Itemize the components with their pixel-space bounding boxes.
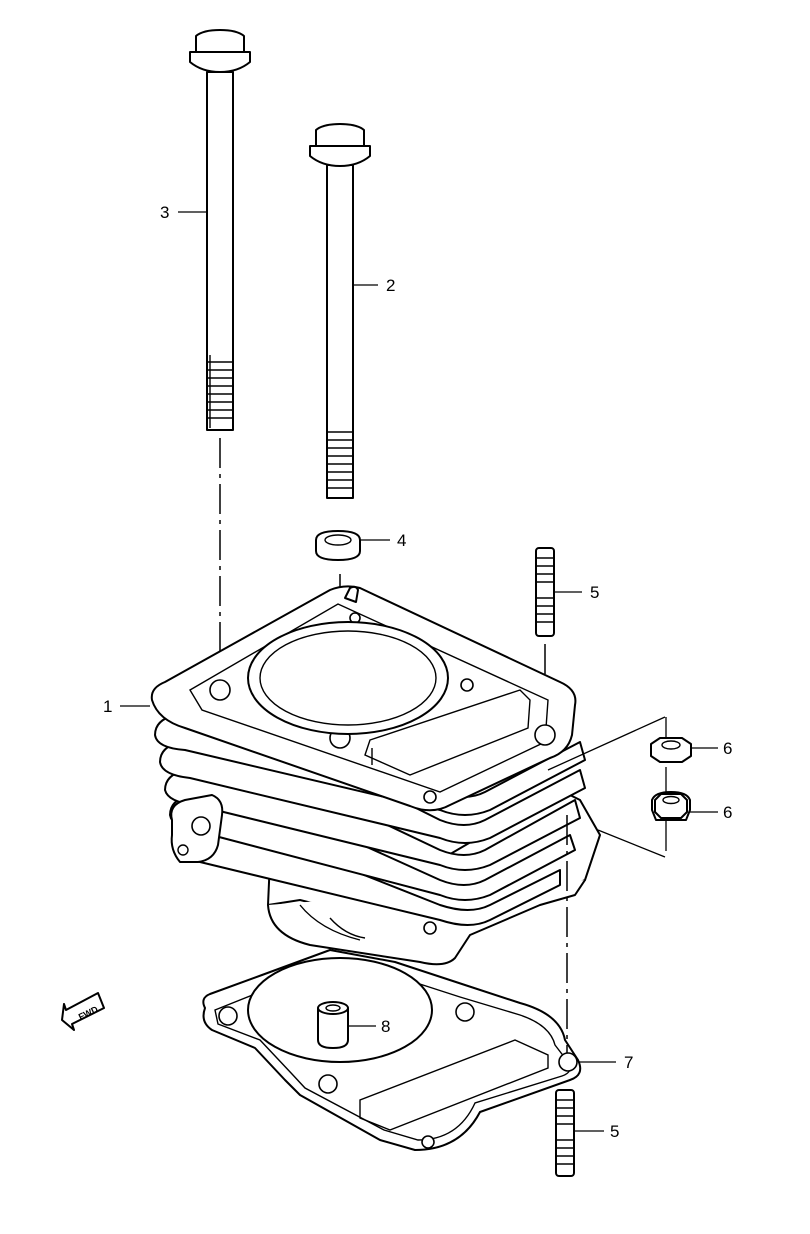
callout-2: 2 xyxy=(386,276,395,295)
gasket-part-7[interactable] xyxy=(202,949,582,1151)
nut-part-6-top[interactable] xyxy=(650,737,692,763)
callout-5-top: 5 xyxy=(590,583,599,602)
callout-8: 8 xyxy=(381,1017,390,1036)
forward-arrow-icon: FWD xyxy=(61,992,105,1031)
stud-part-5-top[interactable] xyxy=(535,547,555,637)
callout-5-bottom: 5 xyxy=(610,1122,619,1141)
callout-7: 7 xyxy=(624,1053,633,1072)
dowel-part-8[interactable] xyxy=(317,1001,349,1049)
nut-part-6-bottom[interactable] xyxy=(651,791,691,821)
callout-6-bottom: 6 xyxy=(723,803,732,822)
callout-3: 3 xyxy=(160,203,169,222)
bolt-part-3[interactable] xyxy=(189,29,251,431)
washer-part-4[interactable] xyxy=(315,530,361,561)
cylinder-block-part-1[interactable] xyxy=(150,585,601,966)
callout-1: 1 xyxy=(103,697,112,716)
callout-6-top: 6 xyxy=(723,739,732,758)
bolt-part-2[interactable] xyxy=(309,123,371,499)
callout-4: 4 xyxy=(397,531,406,550)
stud-part-5-bottom[interactable] xyxy=(555,1089,575,1177)
